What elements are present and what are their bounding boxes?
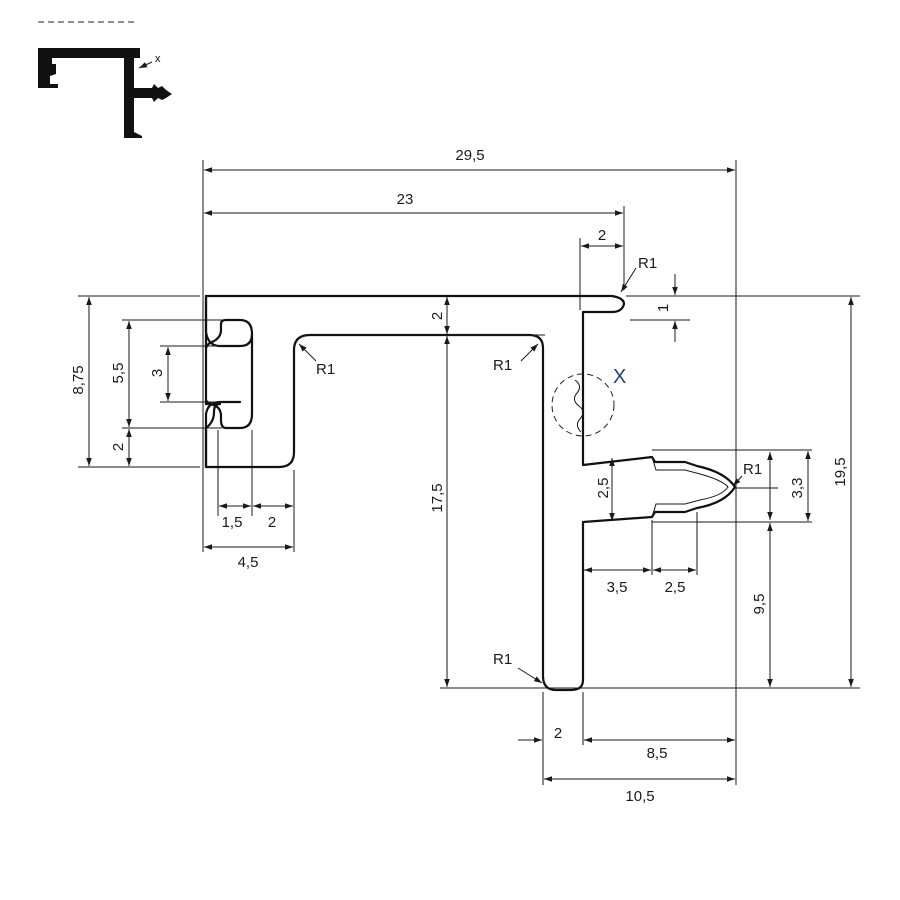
profile-outline [204, 294, 737, 692]
tongue-barb-inner [651, 456, 729, 518]
dim-left-height: 8,75 [70, 365, 87, 394]
leader-lip-radius [620, 267, 637, 293]
dim-inner-radius-left: R1 [316, 361, 335, 378]
dim-slot-opening: 3 [149, 369, 166, 377]
thumbnail-profile-shape [38, 48, 172, 138]
dim-upper-width: 23 [397, 191, 414, 208]
dim-slot-lip: 1,5 [222, 514, 243, 531]
extension-lines [78, 160, 860, 785]
profile-thumbnail: x [38, 21, 172, 138]
dim-lip-width: 2 [598, 227, 606, 244]
thumbnail-x-label: x [155, 53, 161, 65]
leader-inner-radius-left [298, 343, 317, 362]
seal-wave-line [573, 379, 584, 433]
dimension-labels: 29,5 23 2 R1 1 2 8,75 5,5 3 2 R1 R1 1,5 … [70, 147, 849, 805]
dim-bottom-flange: 2 [110, 443, 127, 451]
dim-stem-height: 17,5 [429, 483, 446, 512]
dim-slot-wall: 2 [268, 514, 276, 531]
dim-bottom-radius: R1 [493, 651, 512, 668]
dim-tip-radius: R1 [743, 461, 762, 478]
dim-stem-width: 2 [554, 725, 562, 742]
dim-bottom-width: 10,5 [625, 788, 654, 805]
dim-lower-height: 9,5 [751, 594, 768, 615]
dim-overall-width: 29,5 [455, 147, 484, 164]
slot-lower-shape [204, 400, 242, 469]
leader-inner-radius-right [520, 343, 539, 362]
dim-top-thickness: 2 [429, 312, 446, 320]
leader-bottom-radius [517, 667, 543, 684]
dim-lip-gap: 1 [655, 304, 672, 312]
dim-lip-radius: R1 [638, 255, 657, 272]
thumbnail-arrow [138, 61, 153, 69]
dim-left-width: 4,5 [238, 554, 259, 571]
dim-tongue-height: 3,3 [789, 478, 806, 499]
marker-x-label: X [613, 366, 626, 388]
dim-inner-radius-right: R1 [493, 357, 512, 374]
leader-tip-radius [732, 475, 743, 487]
dimension-lines [86, 167, 854, 782]
dim-barb-step-1: 3,5 [607, 579, 628, 596]
dim-slot-height: 5,5 [110, 363, 127, 384]
dim-barb-step-2: 2,5 [665, 579, 686, 596]
dim-tongue-gap: 2,5 [595, 478, 612, 499]
dim-overall-height: 19,5 [832, 457, 849, 486]
seal-detail-circle [551, 373, 615, 437]
dim-right-offset: 8,5 [647, 745, 668, 762]
